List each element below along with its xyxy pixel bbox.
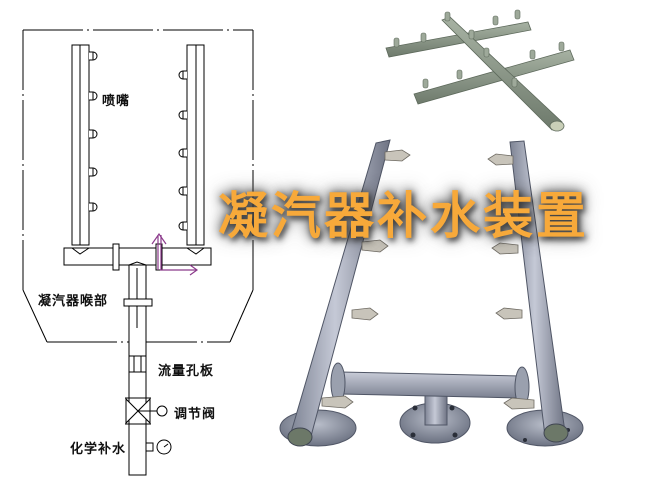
label-condenser-throat: 凝汽器喉部 [38, 294, 109, 309]
left-spray-pipe [71, 44, 90, 246]
flow-arrow-icon [151, 232, 199, 276]
right-nozzles [178, 70, 187, 231]
control-valve [125, 397, 168, 425]
title-text: 凝汽器补水装置 [218, 187, 589, 245]
supply-pipe [123, 261, 153, 476]
header-pipe [63, 243, 212, 271]
right-spray-pipe [186, 44, 205, 246]
label-flow-orifice: 流量孔板 [158, 364, 215, 379]
label-chemical-makeup-water: 化学补水 [70, 442, 127, 457]
spray-nozzles [321, 149, 535, 410]
pressure-gauge [145, 439, 172, 455]
label-control-valve: 调节阀 [174, 407, 217, 422]
left-nozzles [89, 51, 98, 212]
label-nozzle: 喷嘴 [102, 94, 131, 109]
